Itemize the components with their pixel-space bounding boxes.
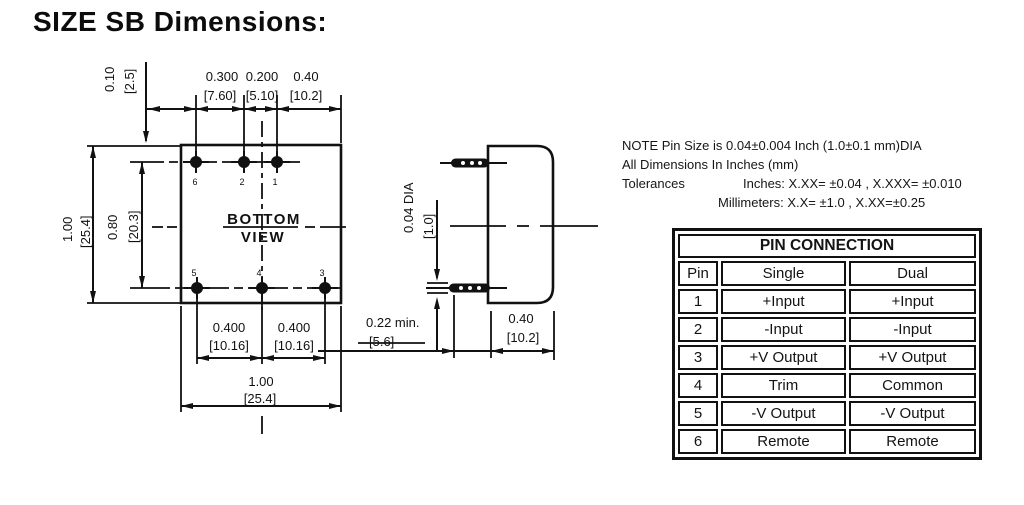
table-row: 2 -Input -Input (678, 317, 976, 342)
package-side-outline (486, 144, 555, 305)
cell-dual: -V Output (849, 401, 976, 426)
pin-1 (264, 151, 290, 173)
dim-pin-length-mm: [5.6] (369, 334, 394, 349)
pin-label-3: 3 (319, 268, 324, 278)
dim-height-mm: [25.4] (78, 215, 93, 248)
dim-top-offset-mm: [2.5] (122, 69, 137, 94)
pin-2 (231, 151, 257, 173)
bottom-view-label-line1: BOTTOM (227, 211, 301, 228)
dim-pitch-6-2-in: 0.300 (206, 69, 239, 84)
dim-top-offset-in: 0.10 (102, 67, 117, 92)
page-title: SIZE SB Dimensions: (33, 6, 328, 37)
dim-depth-mm: [10.2] (507, 330, 540, 345)
pin-label-2: 2 (239, 177, 244, 187)
cell-single: -V Output (721, 401, 846, 426)
arrowheads (90, 106, 341, 409)
dim-depth-in: 0.40 (508, 311, 533, 326)
side-pin-bottom (426, 283, 507, 293)
note-dimensions: All Dimensions In Inches (mm) (622, 157, 799, 172)
side-dimension-lines (318, 200, 554, 352)
tolerances-label: Tolerances (622, 176, 685, 191)
note-pin-size: NOTE Pin Size is 0.04±0.004 Inch (1.0±0.… (622, 138, 922, 153)
table-row: 5 -V Output -V Output (678, 401, 976, 426)
dim-height-in: 1.00 (60, 217, 75, 242)
cell-pin: 2 (678, 317, 718, 342)
bottom-view: 6 2 1 5 4 3 BOTTOM VIEW (130, 121, 346, 310)
side-pin-top (440, 158, 507, 168)
pin-3 (312, 277, 338, 299)
dim-edge-mm: [10.2] (290, 88, 323, 103)
dim-width-in: 1.00 (248, 374, 273, 389)
cell-pin: 1 (678, 289, 718, 314)
dim-pitch-2-1-mm: [5.10] (246, 88, 279, 103)
pin-5 (184, 277, 210, 299)
dim-row-span-mm: [20.3] (126, 210, 141, 243)
table-row: 6 Remote Remote (678, 429, 976, 454)
cell-single: +V Output (721, 345, 846, 370)
cell-dual: -Input (849, 317, 976, 342)
tolerances-millimeters: Millimeters: X.X= ±1.0 , X.XX=±0.25 (718, 195, 926, 210)
dim-row-span-in: 0.80 (105, 215, 120, 240)
pins (183, 151, 338, 299)
cell-dual: +Input (849, 289, 976, 314)
note-tolerances: Tolerances Inches: X.XX= ±0.04 , X.XXX= ±… (622, 174, 962, 193)
pin-label-5: 5 (191, 268, 196, 278)
col-header-pin: Pin (678, 261, 718, 286)
cell-dual: Common (849, 373, 976, 398)
table-row: 3 +V Output +V Output (678, 345, 976, 370)
table-title: PIN CONNECTION (678, 234, 976, 258)
col-header-single: Single (721, 261, 846, 286)
bottom-view-label-line2: VIEW (241, 229, 285, 246)
package-outline (179, 143, 343, 305)
tolerances-inches: Inches: X.XX= ±0.04 , X.XXX= ±0.010 (743, 176, 962, 191)
pin-4 (249, 277, 275, 299)
pin-label-4: 4 (256, 268, 261, 278)
dim-bottom-pitch2-mm: [10.16] (274, 338, 314, 353)
pin-connection-table: PIN CONNECTION Pin Single Dual 1 +Input … (672, 228, 982, 460)
side-view (426, 144, 598, 305)
dim-bottom-pitch1-in: 0.400 (213, 320, 246, 335)
side-arrowheads (434, 269, 554, 354)
dim-pin-dia-mm: [1.0] (421, 214, 436, 239)
notes-block: NOTE Pin Size is 0.04±0.004 Inch (1.0±0.… (622, 136, 962, 212)
table-row: 1 +Input +Input (678, 289, 976, 314)
cell-single: -Input (721, 317, 846, 342)
pin-label-6: 6 (192, 177, 197, 187)
cell-single: Remote (721, 429, 846, 454)
pin-6 (183, 151, 209, 173)
pin-label-1: 1 (272, 177, 277, 187)
dim-width-mm: [25.4] (244, 391, 277, 406)
cell-pin: 4 (678, 373, 718, 398)
cell-pin: 5 (678, 401, 718, 426)
cell-pin: 3 (678, 345, 718, 370)
bottom-view-dimensions: 0.300 [7.60] 0.200 [5.10] 0.40 [10.2] 0.… (60, 62, 342, 434)
dim-pin-dia-in: 0.04 DIA (401, 182, 416, 233)
col-header-dual: Dual (849, 261, 976, 286)
dim-bottom-pitch1-mm: [10.16] (209, 338, 249, 353)
cell-single: Trim (721, 373, 846, 398)
cell-dual: Remote (849, 429, 976, 454)
dim-pitch-6-2-mm: [7.60] (204, 88, 237, 103)
extension-lines (87, 95, 342, 434)
dim-pin-length-in: 0.22 min. (366, 315, 419, 330)
side-view-dimensions: 0.04 DIA [1.0] 0.22 min. [5.6] 0.40 [10.… (318, 182, 555, 360)
dim-bottom-pitch2-in: 0.400 (278, 320, 311, 335)
cell-single: +Input (721, 289, 846, 314)
cell-pin: 6 (678, 429, 718, 454)
dim-edge-in: 0.40 (293, 69, 318, 84)
cell-dual: +V Output (849, 345, 976, 370)
table-row: 4 Trim Common (678, 373, 976, 398)
dim-pitch-2-1-in: 0.200 (246, 69, 279, 84)
